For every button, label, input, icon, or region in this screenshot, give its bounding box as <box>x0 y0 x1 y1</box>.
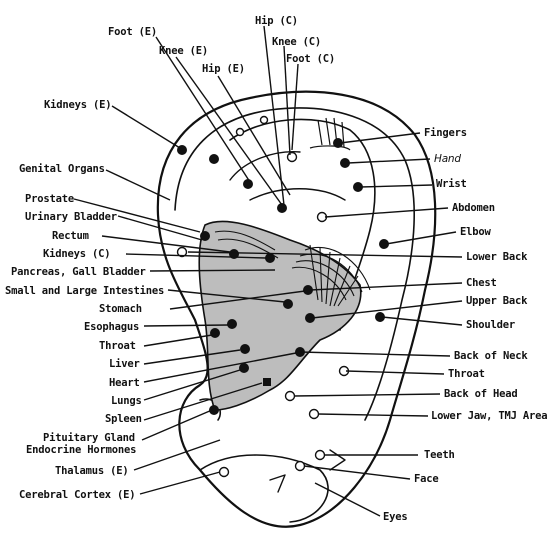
label-esophagus: Esophagus <box>84 321 139 333</box>
label-throat-left: Throat <box>99 340 136 352</box>
label-eyes: Eyes <box>383 511 408 523</box>
label-knee-c: Knee (C) <box>272 36 321 48</box>
label-thalamus-e: Thalamus (E) <box>55 465 128 477</box>
label-hip-e: Hip (E) <box>202 63 245 75</box>
label-heart: Heart <box>109 377 140 389</box>
label-endocrine-hormones: Endocrine Hormones <box>26 444 136 456</box>
label-rectum: Rectum <box>52 230 89 242</box>
label-stomach: Stomach <box>99 303 142 315</box>
label-kidneys-e: Kidneys (E) <box>44 99 111 111</box>
label-abdomen: Abdomen <box>452 202 495 214</box>
label-pancreas-gall-bladder: Pancreas, Gall Bladder <box>11 266 146 278</box>
label-kidneys-c: Kidneys (C) <box>43 248 110 260</box>
label-cerebral-cortex-e: Cerebral Cortex (E) <box>19 489 135 501</box>
label-knee-e: Knee (E) <box>159 45 208 57</box>
label-chest: Chest <box>466 277 497 289</box>
label-lower-jaw-tmj: Lower Jaw, TMJ Area <box>431 410 547 422</box>
label-lungs: Lungs <box>111 395 142 407</box>
label-upper-back: Upper Back <box>466 295 527 307</box>
label-fingers: Fingers <box>424 127 467 139</box>
label-intestines: Small and Large Intestines <box>5 285 164 297</box>
label-shoulder: Shoulder <box>466 319 515 331</box>
ear-lobe <box>200 455 328 522</box>
label-prostate: Prostate <box>25 193 74 205</box>
label-spleen: Spleen <box>105 413 142 425</box>
label-back-of-neck: Back of Neck <box>454 350 527 362</box>
label-foot-c: Foot (C) <box>286 53 335 65</box>
label-throat-right: Throat <box>448 368 485 380</box>
label-foot-e: Foot (E) <box>108 26 157 38</box>
label-teeth: Teeth <box>424 449 455 461</box>
label-hip-c: Hip (C) <box>255 15 298 27</box>
label-back-of-head: Back of Head <box>444 388 517 400</box>
label-lower-back: Lower Back <box>466 251 527 263</box>
label-face: Face <box>414 473 439 485</box>
label-wrist: Wrist <box>436 178 467 190</box>
label-elbow: Elbow <box>460 226 491 238</box>
label-urinary-bladder: Urinary Bladder <box>25 211 117 223</box>
label-liver: Liver <box>109 358 140 370</box>
label-hand: Hand <box>434 153 461 165</box>
label-genital-organs: Genital Organs <box>19 163 105 175</box>
label-pituitary-gland: Pituitary Gland <box>43 432 135 444</box>
